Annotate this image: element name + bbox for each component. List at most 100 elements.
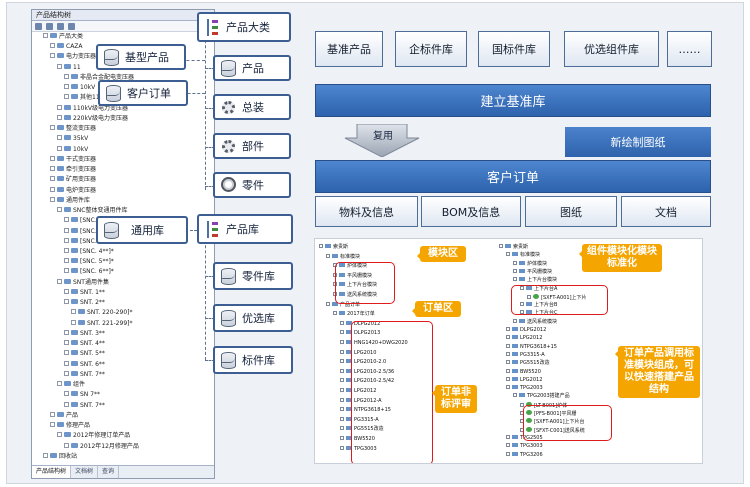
expand-toggle-icon[interactable] [513, 268, 517, 273]
expand-toggle-icon[interactable] [340, 388, 344, 392]
order-tree-row[interactable]: NTPG3618+15 [340, 407, 391, 414]
expand-toggle-icon[interactable] [520, 285, 524, 290]
expand-toggle-icon[interactable] [64, 360, 69, 366]
order-tree-row[interactable]: [SXFT-A001]上下片 [527, 293, 587, 301]
expand-toggle-icon[interactable] [64, 442, 69, 448]
tree-row[interactable]: SNT. 7** [64, 370, 105, 379]
order-tree-row[interactable]: TPG3206 [506, 451, 543, 459]
tree-row[interactable]: SNT. 1** [64, 288, 105, 297]
tree-row[interactable]: SNT. 6** [64, 360, 105, 369]
expand-toggle-icon[interactable] [340, 368, 344, 373]
expand-toggle-icon[interactable] [319, 244, 323, 248]
order-tree-row[interactable]: PG5515改造 [506, 360, 550, 367]
expand-toggle-icon[interactable] [513, 318, 517, 323]
expand-toggle-icon[interactable] [50, 411, 55, 417]
tree-row[interactable]: 产品大类 [43, 33, 83, 41]
expand-toggle-icon[interactable] [57, 207, 62, 213]
toolbar-icon[interactable] [46, 23, 53, 30]
tree-row[interactable]: 11 [57, 63, 81, 72]
order-tree-row[interactable]: DLPG2012 [340, 320, 380, 328]
tree-row[interactable]: 电炉变压器 [50, 186, 96, 195]
expand-toggle-icon[interactable] [64, 84, 69, 90]
tree-row[interactable]: 干式变压器 [50, 155, 96, 164]
tree-row[interactable]: 回收站 [43, 452, 77, 461]
order-tree-row[interactable]: 上下片台A [520, 285, 557, 293]
tree-row[interactable]: 组件 [57, 381, 85, 389]
order-tree-row[interactable]: LPG2012 [340, 388, 376, 395]
order-tree-row[interactable]: DLPG2013 [340, 330, 380, 337]
expand-toggle-icon[interactable] [50, 186, 55, 192]
expand-toggle-icon[interactable] [499, 244, 503, 248]
order-tree-row[interactable]: 上下片台B [520, 302, 557, 309]
tree-row[interactable]: SNT. 2** [64, 299, 105, 307]
expand-toggle-icon[interactable] [50, 43, 55, 49]
expand-toggle-icon[interactable] [506, 443, 510, 448]
tree-row[interactable]: 牵引变压器 [50, 166, 96, 174]
expand-toggle-icon[interactable] [71, 309, 76, 315]
order-tree-row[interactable]: 索贵斯 [319, 244, 348, 251]
expand-toggle-icon[interactable] [506, 252, 510, 257]
order-tree-row[interactable]: TPG2003搭建产品 [513, 393, 570, 400]
order-tree-row[interactable]: LPG2010-2.5/42 [340, 378, 394, 385]
order-tree-row[interactable]: DLPG2012 [506, 327, 546, 334]
expand-toggle-icon[interactable] [64, 391, 69, 397]
tree-row[interactable]: [SNC. 4**]* [64, 248, 114, 256]
order-tree-row[interactable]: LPG2012-A [340, 397, 382, 405]
expand-toggle-icon[interactable] [50, 196, 55, 202]
expand-toggle-icon[interactable] [340, 445, 344, 450]
expand-toggle-icon[interactable] [57, 114, 62, 120]
expand-toggle-icon[interactable] [513, 277, 517, 282]
order-tree-row[interactable]: LPG2012 [506, 376, 542, 384]
expand-toggle-icon[interactable] [43, 33, 48, 38]
order-tree-row[interactable]: PG5515改造 [340, 426, 384, 433]
tree-row[interactable]: 整流变压器 [50, 125, 96, 133]
expand-toggle-icon[interactable] [50, 155, 55, 161]
expand-toggle-icon[interactable] [506, 434, 510, 439]
expand-toggle-icon[interactable] [340, 407, 344, 412]
order-tree-row[interactable]: LPG2012 [506, 335, 542, 342]
expand-toggle-icon[interactable] [64, 329, 69, 335]
order-tree-row[interactable]: BW5520 [340, 436, 375, 443]
expand-toggle-icon[interactable] [333, 311, 337, 316]
expand-toggle-icon[interactable] [57, 381, 62, 387]
toolbar-icon[interactable] [35, 23, 42, 30]
expand-toggle-icon[interactable] [57, 104, 62, 110]
expand-toggle-icon[interactable] [64, 370, 69, 376]
order-tree-row[interactable]: 产品订单 [326, 301, 360, 309]
expand-toggle-icon[interactable] [64, 299, 69, 305]
tree-row[interactable]: SNT. 4** [64, 340, 105, 348]
expand-toggle-icon[interactable] [513, 393, 517, 398]
expand-toggle-icon[interactable] [340, 340, 344, 344]
expand-toggle-icon[interactable] [527, 294, 531, 299]
tab-document-tree[interactable]: 文档树 [71, 466, 99, 478]
expand-toggle-icon[interactable] [506, 368, 510, 373]
order-tree-row[interactable]: LPG2010 [340, 349, 376, 357]
expand-toggle-icon[interactable] [340, 416, 344, 421]
order-tree-row[interactable]: 炉体模块 [513, 260, 547, 268]
tree-row[interactable]: SNT. 220-290]* [71, 309, 132, 317]
expand-toggle-icon[interactable] [71, 319, 76, 325]
expand-toggle-icon[interactable] [50, 422, 55, 428]
tree-row[interactable]: SNT. 7** [64, 401, 105, 410]
expand-toggle-icon[interactable] [340, 436, 344, 440]
tree-row[interactable]: 10kV [57, 145, 88, 154]
order-tree-row[interactable]: 标准模块 [506, 252, 540, 259]
tree-row[interactable]: 矿用变压器 [50, 176, 96, 184]
expand-toggle-icon[interactable] [340, 320, 344, 325]
order-tree-row[interactable]: 平风栅模块 [513, 268, 552, 276]
expand-toggle-icon[interactable] [506, 376, 510, 381]
order-tree-row[interactable]: 上下片台模块 [513, 277, 557, 284]
tree-row[interactable]: 110kV级电力变压器 [57, 104, 128, 113]
expand-toggle-icon[interactable] [64, 227, 69, 233]
expand-toggle-icon[interactable] [57, 278, 62, 284]
toolbar-icon[interactable] [57, 23, 64, 30]
tree-row[interactable]: 非晶合金配电变压器 [64, 73, 134, 82]
order-tree-row[interactable]: LPG2010-2.0 [340, 359, 386, 366]
tree-row[interactable]: SNT通用件集 [57, 278, 109, 287]
expand-toggle-icon[interactable] [57, 145, 62, 151]
order-tree-row[interactable]: TPG2003 [506, 385, 543, 392]
order-tree-row[interactable]: HNG1420+DWG2020 [340, 340, 408, 347]
order-tree-row[interactable]: 上下片台C [520, 310, 558, 317]
expand-toggle-icon[interactable] [506, 385, 510, 390]
expand-toggle-icon[interactable] [340, 378, 344, 383]
